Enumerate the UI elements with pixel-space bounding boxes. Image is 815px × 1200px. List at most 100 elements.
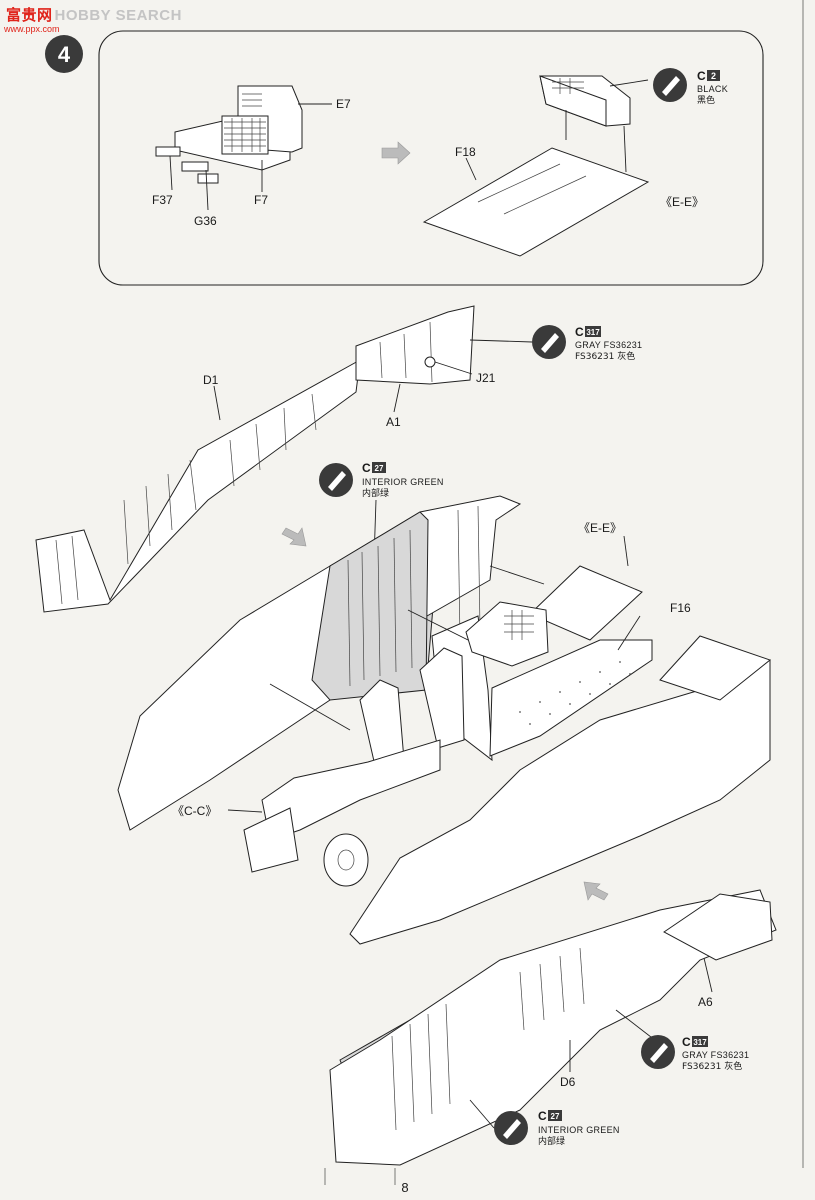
label-j21: J21 — [476, 371, 496, 385]
fuselage-left-upper — [35, 305, 533, 613]
label-f18: F18 — [455, 145, 476, 159]
ejection-seat-front — [359, 679, 405, 771]
leader-green-bottom — [469, 1099, 495, 1129]
direction-arrow-left — [281, 527, 307, 547]
label-d1: D1 — [203, 373, 219, 387]
ejection-seat-rear — [419, 647, 465, 749]
part-a1 — [355, 305, 475, 385]
page-number: 8 — [401, 1180, 408, 1195]
paint-name-zh-green-top: 内部绿 — [362, 487, 389, 499]
watermark-site-en: HOBBY SEARCH — [54, 7, 182, 24]
paint-code-green-bottom: C — [538, 1109, 547, 1123]
leader-ee-main — [489, 565, 545, 585]
part-a1-ribs — [379, 321, 433, 383]
fuselage-right-half — [349, 659, 771, 945]
step-badge: 4 — [45, 35, 83, 73]
nose-gear-bay — [243, 807, 299, 873]
seat-subassembly-insert — [465, 601, 549, 667]
label-f37: F37 — [152, 193, 173, 207]
label-d6: D6 — [560, 1075, 576, 1089]
paint-name-green-bottom: INTERIOR GREEN — [538, 1125, 620, 1135]
part-f7-grid — [224, 118, 266, 152]
leader-cc — [227, 809, 263, 813]
leader-f16 — [617, 615, 641, 651]
nose-wheel — [323, 833, 369, 887]
label-f7: F7 — [254, 193, 268, 207]
paint-name-gray-bottom: GRAY FS36231 — [682, 1050, 749, 1060]
leader-a6 — [703, 957, 713, 993]
part-f16 — [489, 639, 653, 757]
fuselage-left-inner — [311, 511, 429, 701]
direction-arrow-right — [583, 881, 609, 901]
paint-badge-green-top: C 27 INTERIOR GREEN 内部绿 — [319, 461, 444, 561]
paint-name-zh-gray-top: FS36231 灰色 — [575, 350, 635, 362]
main-view-label-ee: 《E-E》 — [578, 521, 622, 535]
part-e7-side — [539, 75, 607, 127]
part-g36-b — [197, 173, 219, 184]
paint-number-black: 2 — [711, 71, 716, 81]
paint-number-gray-bottom: 317 — [693, 1038, 707, 1047]
paint-name-black: BLACK — [697, 84, 728, 94]
part-e7-grid — [242, 93, 262, 107]
paint-code-gray-top: C — [575, 325, 584, 339]
inset-frame — [98, 30, 764, 286]
paint-name-gray-top: GRAY FS36231 — [575, 340, 642, 350]
paint-number-green-top: 27 — [375, 464, 384, 473]
leader-f18 — [465, 157, 477, 181]
leader-black-paint — [609, 79, 649, 87]
part-f37 — [155, 146, 181, 157]
part-d6-ribs — [391, 947, 585, 1131]
main-view-label-cc: 《C-C》 — [172, 804, 217, 818]
leader-plate-right — [623, 125, 627, 173]
plate-slot-1 — [477, 163, 561, 203]
inset-seat-subassembly — [155, 85, 332, 211]
paint-number-green-bottom: 27 — [551, 1112, 560, 1121]
leader-ee-label — [623, 535, 629, 567]
label-a1: A1 — [386, 415, 401, 429]
label-g36: G36 — [194, 214, 217, 228]
part-d6 — [329, 889, 777, 1166]
inset-view-label: 《E-E》 — [660, 195, 704, 209]
leader-g36 — [205, 169, 209, 211]
part-e7-top-grid — [552, 78, 584, 94]
paint-code-green-top: C — [362, 461, 371, 475]
paint-badge-gray-bottom: C 317 GRAY FS36231 FS36231 灰色 — [641, 1035, 749, 1072]
paint-name-zh-green-bottom: 内部绿 — [538, 1135, 565, 1147]
label-a6: A6 — [698, 995, 713, 1009]
leader-a1 — [393, 383, 401, 413]
part-f18-plate — [422, 147, 650, 257]
step-number: 4 — [58, 42, 71, 67]
leader-subassembly — [407, 609, 469, 641]
plate-ee-insert — [529, 565, 643, 641]
leader-j21 — [434, 361, 473, 375]
paint-code-black: C — [697, 69, 706, 83]
fuselage-main-assembly — [117, 495, 772, 945]
part-d1-ribs — [55, 393, 317, 605]
fuselage-ribs — [347, 505, 481, 687]
nose-wheel-hub — [337, 849, 355, 871]
leader-d1 — [213, 385, 221, 421]
leader-cockpit — [269, 683, 351, 731]
step-badge-circle — [45, 35, 83, 73]
inset-direction-arrow — [381, 141, 411, 165]
part-d1 — [35, 359, 361, 613]
leader-gray-top — [469, 339, 533, 343]
paint-name-green-top: INTERIOR GREEN — [362, 477, 444, 487]
paint-badge-green-bottom: C 27 INTERIOR GREEN 内部绿 — [494, 1109, 620, 1147]
fuselage-right-lower — [329, 889, 777, 1166]
part-f16-holes — [519, 661, 631, 725]
part-g36-a — [181, 161, 209, 172]
paint-badge-black: C 2 BLACK 黑色 — [653, 68, 728, 106]
seat-subassembly-grid — [504, 610, 534, 640]
cockpit-assembly — [227, 647, 465, 887]
watermark-url: www.ppx.com — [4, 24, 60, 34]
paint-number-gray-top: 317 — [586, 328, 600, 337]
paint-code-gray-bottom: C — [682, 1035, 691, 1049]
paint-name-zh-black: 黑色 — [697, 94, 715, 106]
plate-slot-2 — [503, 175, 587, 215]
label-e7: E7 — [336, 97, 351, 111]
part-a6 — [663, 893, 773, 961]
watermark-site-zh: 富贵网 — [6, 6, 53, 24]
